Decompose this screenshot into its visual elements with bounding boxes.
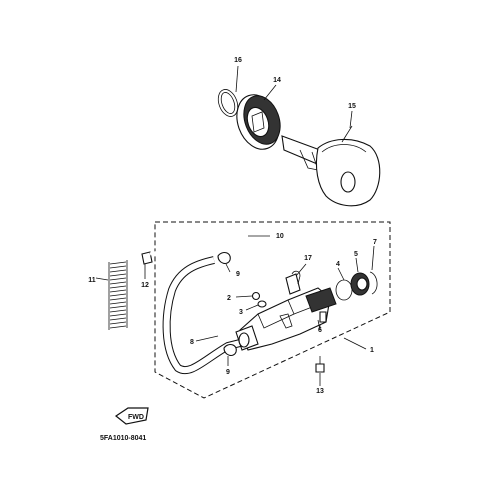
callout-5: 5: [354, 251, 358, 258]
fwd-label: FWD: [128, 414, 144, 421]
oring-4: [335, 279, 353, 301]
fwd-arrow-icon: FWD: [114, 407, 149, 425]
callout-17: 17: [304, 255, 312, 262]
hose-8: [162, 256, 245, 374]
callout-15: 15: [348, 103, 356, 110]
callout-10: 10: [276, 233, 284, 240]
clip-9-upper: [217, 251, 231, 265]
callout-12: 12: [141, 282, 149, 289]
bolt-13: [315, 356, 325, 373]
group-boundary-1: [154, 221, 391, 399]
callout-4: 4: [336, 261, 340, 268]
pump-body: [235, 273, 337, 351]
callout-16: 16: [234, 57, 242, 64]
circlip-16: [217, 89, 239, 117]
callout-11: 11: [88, 277, 96, 284]
screw-2: [251, 291, 261, 301]
leader-lines: [95, 65, 375, 386]
gear-14: [236, 94, 281, 150]
washer-3: [257, 300, 267, 308]
callout-6: 6: [318, 327, 322, 334]
callout-8: 8: [190, 339, 194, 346]
clip-9-lower: [223, 343, 237, 357]
screw-6: [319, 311, 327, 323]
crankshaft-15: [281, 125, 381, 207]
spring-11: [108, 260, 128, 330]
gear-5: [350, 272, 370, 296]
callout-9-lower: 9: [226, 369, 230, 376]
callout-9-upper: 9: [236, 271, 240, 278]
pipe-10: [149, 233, 264, 272]
callout-2: 2: [227, 295, 231, 302]
callout-3: 3: [239, 309, 243, 316]
callout-7: 7: [373, 239, 377, 246]
pin-17: [291, 270, 301, 285]
callout-1: 1: [370, 347, 374, 354]
callout-14: 14: [273, 77, 281, 84]
bolt-12: [141, 251, 153, 265]
callout-13: 13: [316, 388, 324, 395]
clip-7: [369, 271, 378, 295]
catalog-code: 5FA1010-8041: [100, 435, 146, 442]
